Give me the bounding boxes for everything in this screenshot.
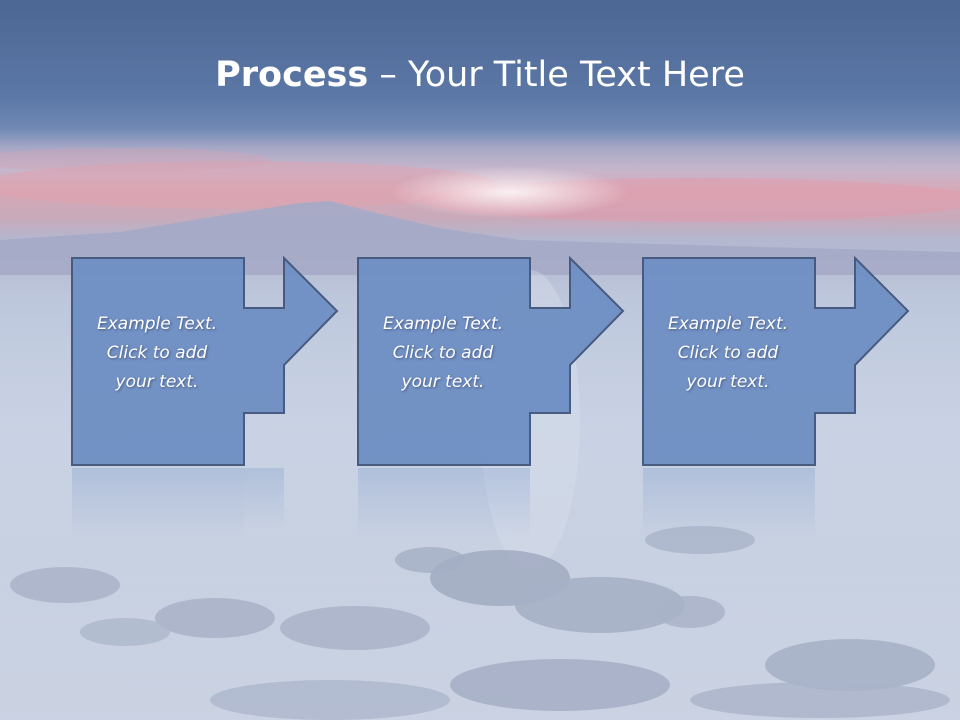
slide-title[interactable]: Process – Your Title Text Here — [0, 52, 960, 98]
process-step-1[interactable]: Example Text. Click to add your text. — [70, 255, 339, 468]
step-line: your text. — [686, 372, 770, 392]
step-shape-1 — [71, 255, 339, 466]
process-step-2[interactable]: Example Text. Click to add your text. — [356, 255, 625, 468]
process-step-3[interactable]: Example Text. Click to add your text. — [641, 255, 910, 468]
step-line: Click to add — [392, 343, 494, 363]
title-bold: Process — [215, 55, 369, 95]
step-text-1[interactable]: Example Text. Click to add your text. — [74, 310, 240, 397]
step-line: Example Text. — [96, 314, 218, 334]
step-line: Click to add — [106, 343, 208, 363]
step-line: your text. — [115, 372, 199, 392]
step-line: your text. — [401, 372, 485, 392]
title-rest: – Your Title Text Here — [368, 55, 745, 95]
step-line: Example Text. — [667, 314, 789, 334]
step-text-2[interactable]: Example Text. Click to add your text. — [360, 310, 526, 397]
step-line: Example Text. — [382, 314, 504, 334]
step-text-3[interactable]: Example Text. Click to add your text. — [645, 310, 811, 397]
step-line: Click to add — [677, 343, 779, 363]
step-shape-2 — [357, 255, 625, 466]
step-shape-3 — [642, 255, 910, 466]
